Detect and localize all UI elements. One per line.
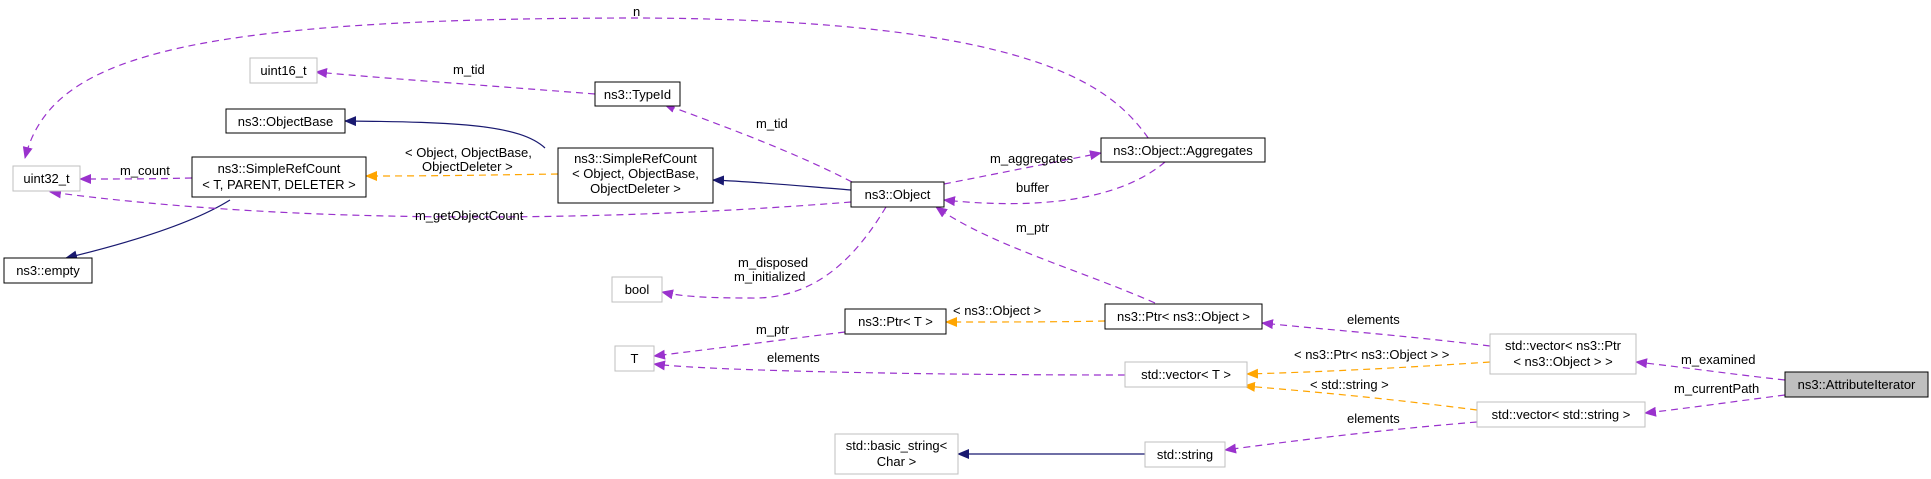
edge-label-m-ptr-1: m_ptr [1016, 220, 1050, 235]
edge-inherit-empty [65, 199, 231, 261]
svg-text:ns3::SimpleRefCount: ns3::SimpleRefCount [218, 161, 341, 176]
svg-text:std::vector< ns3::Ptr: std::vector< ns3::Ptr [1505, 338, 1622, 353]
edge-label-m-disposed-2: m_initialized [734, 269, 806, 284]
svg-text:bool: bool [625, 282, 650, 297]
node-empty[interactable]: ns3::empty [3, 257, 93, 284]
svg-text:ns3::TypeId: ns3::TypeId [604, 87, 671, 102]
svg-text:ns3::AttributeIterator: ns3::AttributeIterator [1798, 377, 1916, 392]
edge-template-ptr [945, 316, 1106, 327]
svg-text:uint16_t: uint16_t [260, 63, 307, 78]
edge-elements-vector-string [1224, 421, 1478, 454]
edge-label-template-simplerefcount-2: ObjectDeleter > [422, 159, 513, 174]
node-uint32[interactable]: uint32_t [12, 165, 81, 192]
node-ptr-t[interactable]: ns3::Ptr< T > [844, 308, 947, 335]
svg-text:uint32_t: uint32_t [23, 171, 70, 186]
node-string[interactable]: std::string [1144, 441, 1226, 468]
svg-text:ns3::ObjectBase: ns3::ObjectBase [238, 114, 333, 129]
node-uint16[interactable]: uint16_t [249, 57, 318, 84]
svg-text:Char >: Char > [877, 454, 916, 469]
node-attributeiterator[interactable]: ns3::AttributeIterator [1784, 371, 1929, 398]
edge-label-n: n [633, 4, 640, 19]
node-simplerefcount-t[interactable]: ns3::SimpleRefCount < T, PARENT, DELETER… [191, 156, 367, 198]
edge-elements-vector-ptr [1261, 319, 1491, 347]
edge-template-simplerefcount [365, 170, 559, 181]
edge-m-currentpath [1644, 394, 1786, 417]
svg-text:std::string: std::string [1157, 447, 1213, 462]
node-vector-ptr[interactable]: std::vector< ns3::Ptr < ns3::Object > > [1489, 333, 1637, 375]
edge-label-m-count: m_count [120, 163, 170, 178]
edge-elements-vector-t [653, 360, 1126, 376]
edge-label-m-ptr-2: m_ptr [756, 322, 790, 337]
svg-text:ns3::Object: ns3::Object [865, 187, 931, 202]
edge-buffer [943, 161, 1166, 207]
edge-inherit-objectbase [344, 116, 546, 149]
node-basic-string[interactable]: std::basic_string< Char > [834, 433, 959, 475]
edge-m-examined [1635, 358, 1786, 381]
edge-label-elements-1: elements [767, 350, 820, 365]
edge-label-m-tid-1: m_tid [453, 62, 485, 77]
node-vector-string[interactable]: std::vector< std::string > [1476, 401, 1646, 428]
edge-label-template-simplerefcount-1: < Object, ObjectBase, [405, 145, 532, 160]
edge-m-count [79, 173, 193, 184]
svg-text:std::vector< T >: std::vector< T > [1141, 367, 1231, 382]
svg-text:T: T [631, 351, 639, 366]
edge-label-m-aggregates: m_aggregates [990, 151, 1074, 166]
edge-label-m-currentpath: m_currentPath [1674, 381, 1759, 396]
edge-label-m-getobjectcount: m_getObjectCount [415, 208, 524, 223]
edge-m-getobjectcount [49, 188, 852, 218]
svg-text:std::vector< std::string >: std::vector< std::string > [1492, 407, 1631, 422]
edge-label-m-disposed-1: m_disposed [738, 255, 808, 270]
edge-template-vector-ptr [1246, 361, 1491, 379]
edge-label-elements-2: elements [1347, 312, 1400, 327]
edge-label-template-vector-ptr: < ns3::Ptr< ns3::Object > > [1294, 347, 1449, 362]
svg-text:< Object, ObjectBase,: < Object, ObjectBase, [572, 166, 699, 181]
edge-label-buffer: buffer [1016, 180, 1050, 195]
node-vector-t[interactable]: std::vector< T > [1124, 361, 1248, 388]
svg-text:ns3::Ptr< T >: ns3::Ptr< T > [858, 314, 933, 329]
edge-label-m-examined: m_examined [1681, 352, 1755, 367]
edge-m-disposed [661, 206, 887, 300]
edge-label-m-tid-2: m_tid [756, 116, 788, 131]
edge-m-tid-typeid-uint16 [315, 68, 596, 95]
node-objectbase[interactable]: ns3::ObjectBase [225, 108, 346, 134]
svg-text:std::basic_string<: std::basic_string< [846, 438, 948, 453]
node-t[interactable]: T [614, 345, 655, 372]
edge-label-template-vector-string: < std::string > [1310, 377, 1389, 392]
edge-template-vector-string [1243, 381, 1478, 411]
edge-m-aggregates [943, 150, 1102, 185]
node-object[interactable]: ns3::Object [850, 181, 945, 208]
node-simplerefcount-object[interactable]: ns3::SimpleRefCount < Object, ObjectBase… [557, 147, 714, 204]
node-aggregates[interactable]: ns3::Object::Aggregates [1100, 137, 1266, 163]
svg-text:< T, PARENT, DELETER >: < T, PARENT, DELETER > [202, 177, 355, 192]
svg-text:ns3::Ptr< ns3::Object >: ns3::Ptr< ns3::Object > [1117, 309, 1250, 324]
svg-text:ObjectDeleter >: ObjectDeleter > [590, 181, 681, 196]
edge-label-template-ptr: < ns3::Object > [953, 303, 1041, 318]
svg-text:ns3::empty: ns3::empty [16, 263, 80, 278]
node-ptr-object[interactable]: ns3::Ptr< ns3::Object > [1104, 303, 1263, 330]
edge-m-ptr-object [935, 206, 1156, 304]
edge-inherit-simplerefcount [712, 175, 852, 191]
svg-text:ns3::SimpleRefCount: ns3::SimpleRefCount [574, 151, 697, 166]
svg-text:< ns3::Object > >: < ns3::Object > > [1513, 354, 1612, 369]
node-bool[interactable]: bool [611, 276, 663, 303]
svg-text:ns3::Object::Aggregates: ns3::Object::Aggregates [1113, 143, 1253, 158]
edge-m-ptr-t [653, 331, 846, 360]
edge-n [22, 17, 1156, 159]
edge-m-tid-object-typeid [663, 103, 853, 183]
edge-label-elements-3: elements [1347, 411, 1400, 426]
node-typeid[interactable]: ns3::TypeId [594, 81, 681, 107]
